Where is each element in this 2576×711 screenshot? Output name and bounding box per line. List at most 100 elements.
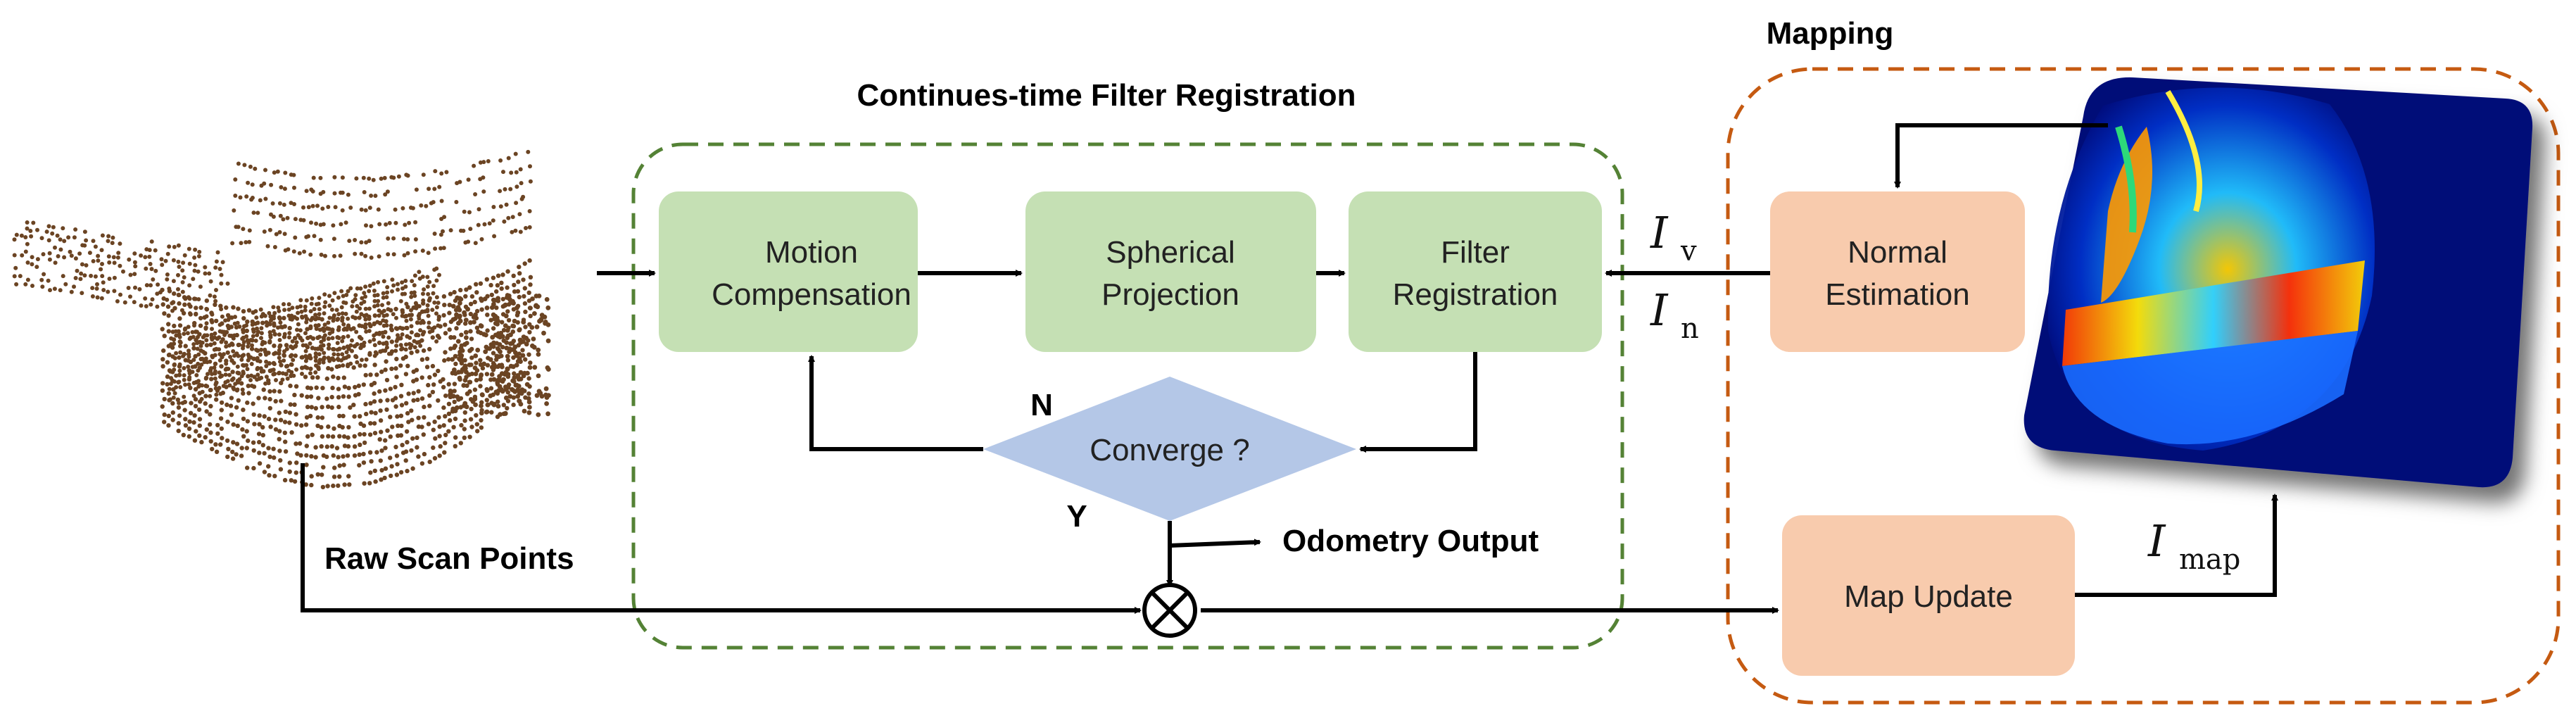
point-cloud-dot: [512, 289, 517, 294]
point-cloud-dot: [405, 440, 410, 445]
point-cloud-dot: [279, 380, 284, 386]
point-cloud-dot: [203, 376, 208, 381]
point-cloud-dot: [278, 458, 283, 463]
point-cloud-dot: [269, 182, 274, 187]
point-cloud-dot: [521, 194, 526, 199]
point-cloud-dot: [376, 279, 380, 284]
point-cloud-dot: [367, 351, 372, 356]
point-cloud-dot: [398, 470, 404, 475]
point-cloud-dot: [321, 360, 326, 365]
point-cloud-dot: [326, 336, 331, 341]
point-cloud-dot: [504, 202, 509, 207]
point-cloud-dot: [322, 311, 327, 316]
point-cloud-dot: [177, 334, 182, 339]
point-cloud-dot: [332, 358, 336, 363]
point-cloud-dot: [263, 340, 267, 345]
point-cloud-dot: [213, 386, 218, 391]
point-cloud-dot: [336, 455, 341, 460]
point-cloud-dot: [137, 287, 142, 291]
point-cloud-dot: [262, 470, 267, 474]
point-cloud-dot: [309, 454, 314, 459]
point-cloud-dot: [187, 283, 192, 288]
filter-registration-label-1: Filter: [1441, 235, 1510, 270]
point-cloud-dot: [448, 228, 453, 233]
point-cloud-dot: [287, 325, 292, 331]
point-cloud-dot: [282, 202, 286, 207]
point-cloud-dot: [186, 365, 191, 369]
point-cloud-dot: [358, 414, 362, 419]
point-cloud-dot: [259, 331, 264, 336]
point-cloud-dot: [358, 286, 363, 291]
point-cloud-dot: [450, 370, 455, 376]
point-cloud-dot: [162, 412, 167, 417]
point-cloud-dot: [462, 410, 467, 415]
point-cloud-dot: [318, 237, 323, 242]
point-cloud-dot: [437, 335, 441, 340]
point-cloud-dot: [218, 442, 223, 447]
point-cloud-dot: [513, 228, 518, 233]
point-cloud-dot: [283, 170, 288, 175]
point-cloud-dot: [436, 317, 441, 322]
point-cloud-dot: [458, 346, 464, 351]
point-cloud-dot: [493, 332, 498, 338]
point-cloud-dot: [303, 304, 308, 309]
point-cloud-dot: [171, 395, 176, 400]
point-cloud-dot: [415, 445, 419, 450]
point-cloud-dot: [214, 288, 218, 292]
point-cloud-dot: [267, 227, 272, 232]
point-cloud-dot: [282, 315, 286, 320]
point-cloud-dot: [448, 389, 453, 394]
point-cloud-dot: [188, 410, 194, 415]
point-cloud-dot: [341, 322, 346, 327]
point-cloud-dot: [479, 410, 484, 416]
point-cloud-dot: [284, 346, 289, 351]
point-cloud-dot: [165, 304, 171, 309]
normal-estimation-label-1: Normal: [1848, 235, 1947, 270]
point-cloud-dot: [253, 166, 258, 171]
point-cloud-dot: [427, 325, 431, 330]
point-cloud-dot: [206, 372, 210, 377]
point-cloud-dot: [541, 330, 546, 336]
point-cloud-dot: [214, 392, 219, 397]
point-cloud-dot: [187, 246, 191, 251]
point-cloud-dot: [378, 458, 383, 463]
point-cloud-dot: [509, 170, 514, 175]
point-cloud-dot: [450, 406, 456, 412]
point-cloud-dot: [434, 278, 439, 283]
point-cloud-dot: [380, 303, 384, 308]
point-cloud-dot: [503, 187, 507, 191]
point-cloud-dot: [463, 294, 468, 299]
point-cloud-dot: [258, 198, 263, 203]
point-cloud-dot: [231, 336, 236, 341]
point-cloud-dot: [371, 177, 376, 182]
point-cloud-dot: [177, 355, 182, 360]
point-cloud-dot: [181, 353, 186, 358]
point-cloud-dot: [204, 321, 209, 326]
point-cloud-dot: [341, 327, 346, 332]
point-cloud-dot: [336, 404, 341, 410]
point-cloud-dot: [253, 339, 258, 343]
point-cloud-dot: [498, 412, 503, 417]
point-cloud-dot: [489, 305, 495, 310]
point-cloud-dot: [193, 353, 198, 359]
point-cloud-dot: [443, 350, 448, 355]
point-cloud-dot: [322, 304, 327, 309]
point-cloud-dot: [505, 372, 511, 377]
point-cloud-dot: [274, 232, 279, 237]
point-cloud-dot: [208, 403, 213, 409]
point-cloud-dot: [240, 387, 245, 392]
point-cloud-dot: [174, 351, 179, 356]
point-cloud-dot: [160, 404, 165, 409]
point-cloud-dot: [316, 396, 321, 401]
point-cloud-dot: [346, 394, 351, 399]
point-cloud-dot: [75, 268, 80, 273]
point-cloud-dot: [309, 474, 314, 479]
point-cloud-dot: [514, 184, 519, 189]
point-cloud-dot: [424, 203, 429, 208]
point-cloud-dot: [403, 284, 408, 289]
point-cloud-dot: [213, 335, 217, 340]
point-cloud-dot: [277, 229, 282, 234]
point-cloud-dot: [407, 313, 412, 317]
point-cloud-dot: [166, 423, 171, 428]
point-cloud-dot: [289, 313, 294, 318]
